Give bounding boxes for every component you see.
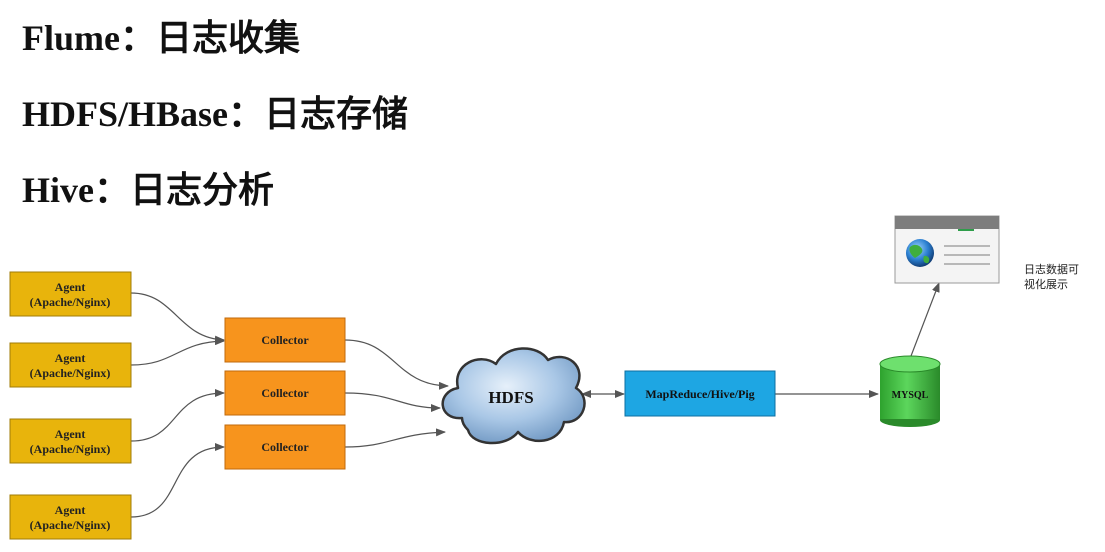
mysql-database: MYSQL: [879, 355, 941, 427]
agent-label: Agent: [55, 351, 86, 365]
heading-hive: Hive：日志分析: [22, 170, 274, 210]
agent-label: Agent: [55, 503, 86, 517]
collector-node-2: Collector: [224, 370, 346, 416]
agent-label: Agent: [55, 280, 86, 294]
hdfs-label: HDFS: [488, 388, 533, 407]
dashboard-window-icon: [894, 215, 1000, 284]
visualization-label-line2: 视化展示: [1024, 278, 1068, 291]
connector-agent3-collector2: [130, 389, 225, 442]
agent-sublabel: (Apache/Nginx): [30, 366, 111, 380]
collector-label: Collector: [261, 386, 309, 400]
agent-sublabel: (Apache/Nginx): [30, 518, 111, 532]
collector-label: Collector: [261, 333, 309, 347]
agent-node-1: Agent (Apache/Nginx): [9, 271, 132, 317]
agent-node-2: Agent (Apache/Nginx): [9, 342, 132, 388]
agent-node-4: Agent (Apache/Nginx): [9, 494, 132, 540]
processing-label: MapReduce/Hive/Pig: [645, 387, 754, 401]
collector-node-3: Collector: [224, 424, 346, 470]
visualization-label: 日志数据可 视化展示: [1024, 262, 1094, 292]
agent-sublabel: (Apache/Nginx): [30, 295, 111, 309]
connector-agent4-collector3: [130, 443, 225, 518]
agent-label: Agent: [55, 427, 86, 441]
connector-agent2-collector1: [130, 337, 225, 366]
connector-agent1-collector1: [130, 292, 225, 344]
connector-collector3-hdfs: [344, 428, 446, 448]
processing-node: MapReduce/Hive/Pig: [624, 370, 776, 417]
collector-label: Collector: [261, 440, 309, 454]
agent-sublabel: (Apache/Nginx): [30, 442, 111, 456]
connector-collector2-hdfs: [344, 392, 441, 412]
connector-mysql-display: [910, 282, 940, 357]
agent-node-3: Agent (Apache/Nginx): [9, 418, 132, 464]
heading-flume: Flume：日志收集: [22, 18, 300, 58]
collector-node-1: Collector: [224, 317, 346, 363]
visualization-label-line1: 日志数据可: [1024, 263, 1079, 276]
hdfs-cloud: HDFS: [441, 347, 586, 445]
connector-collector1-hdfs: [344, 339, 449, 390]
mysql-label: MYSQL: [892, 390, 929, 401]
heading-hdfs-hbase: HDFS/HBase：日志存储: [22, 94, 409, 134]
